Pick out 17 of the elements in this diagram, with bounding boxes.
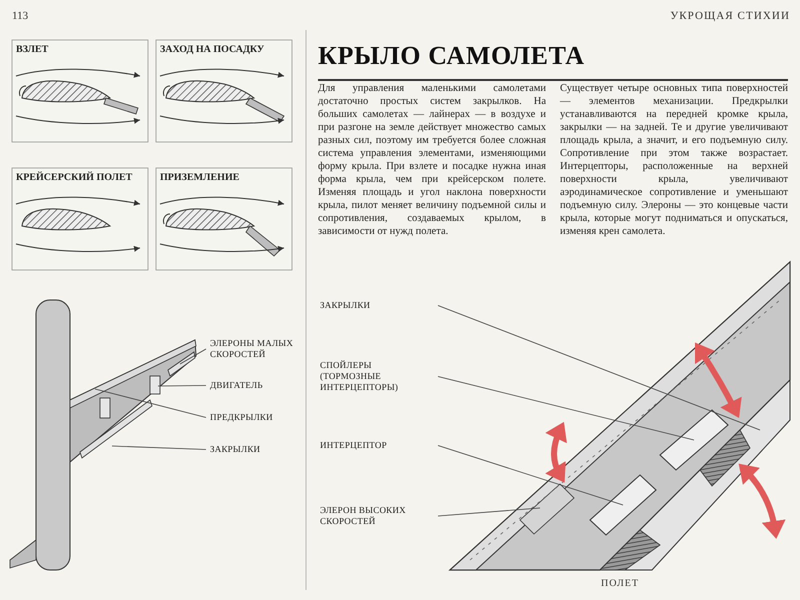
- page-title: КРЫЛО САМОЛЕТА: [318, 36, 788, 81]
- running-header: УКРОЩАЯ СТИХИИ: [669, 9, 790, 24]
- panel-heading: КРЕЙСЕРСКИЙ ПОЛЕТ: [16, 170, 134, 185]
- body-paragraph: Для управления маленькими самолетами достаточно простых систем закрылков. На больших самолетах — лайнерах — в воздухе и при разгоне на земле действует множество самых разных сил, поэтому им требуется более сложная система управления элементами, изменяющими форму крыла. При взлете и посадке нужна иная форма крыла, чем при крейсерском полете. Изменяя площадь и угол наклона поверхности крыла, пилот меняет величину подъемной силы и сопротивления, создаваемых крылом, в зависимости от нужд полета.: [318, 82, 546, 238]
- leader-line: [438, 376, 694, 440]
- page-number: 113: [12, 9, 30, 24]
- panel-heading: ПРИЗЕМЛЕНИЕ: [160, 171, 240, 185]
- leader-line: [438, 305, 760, 430]
- leader-line: [438, 508, 540, 516]
- leader-line: [158, 385, 206, 386]
- body-paragraph: Существует четыре основных типа поверхностей — элементов механизации. Предкрылки устанавливаются на передней кромке крыла, закрылки — на задней. Те и другие увеличивают площадь крыла, а значит, и его подъемную силу. Сопротивление при этом также возрастает. Интерцепторы, расположенные на верхней поверхности крыла, увеличивают аэродинамическое сопротивление и уменьшают подъемную силу. Элероны — это концевые части крыла, которые могут подниматься и опускаться, изменяя крен самолета.: [560, 82, 788, 238]
- figure-caption: ПОЛЕТ: [600, 577, 640, 591]
- leader-line: [112, 446, 206, 450]
- panel-heading: ЗАХОД НА ПОСАДКУ: [160, 43, 266, 57]
- leader-line: [94, 388, 206, 418]
- leader-line: [438, 445, 624, 506]
- panel-heading: ВЗЛЕТ: [16, 43, 50, 57]
